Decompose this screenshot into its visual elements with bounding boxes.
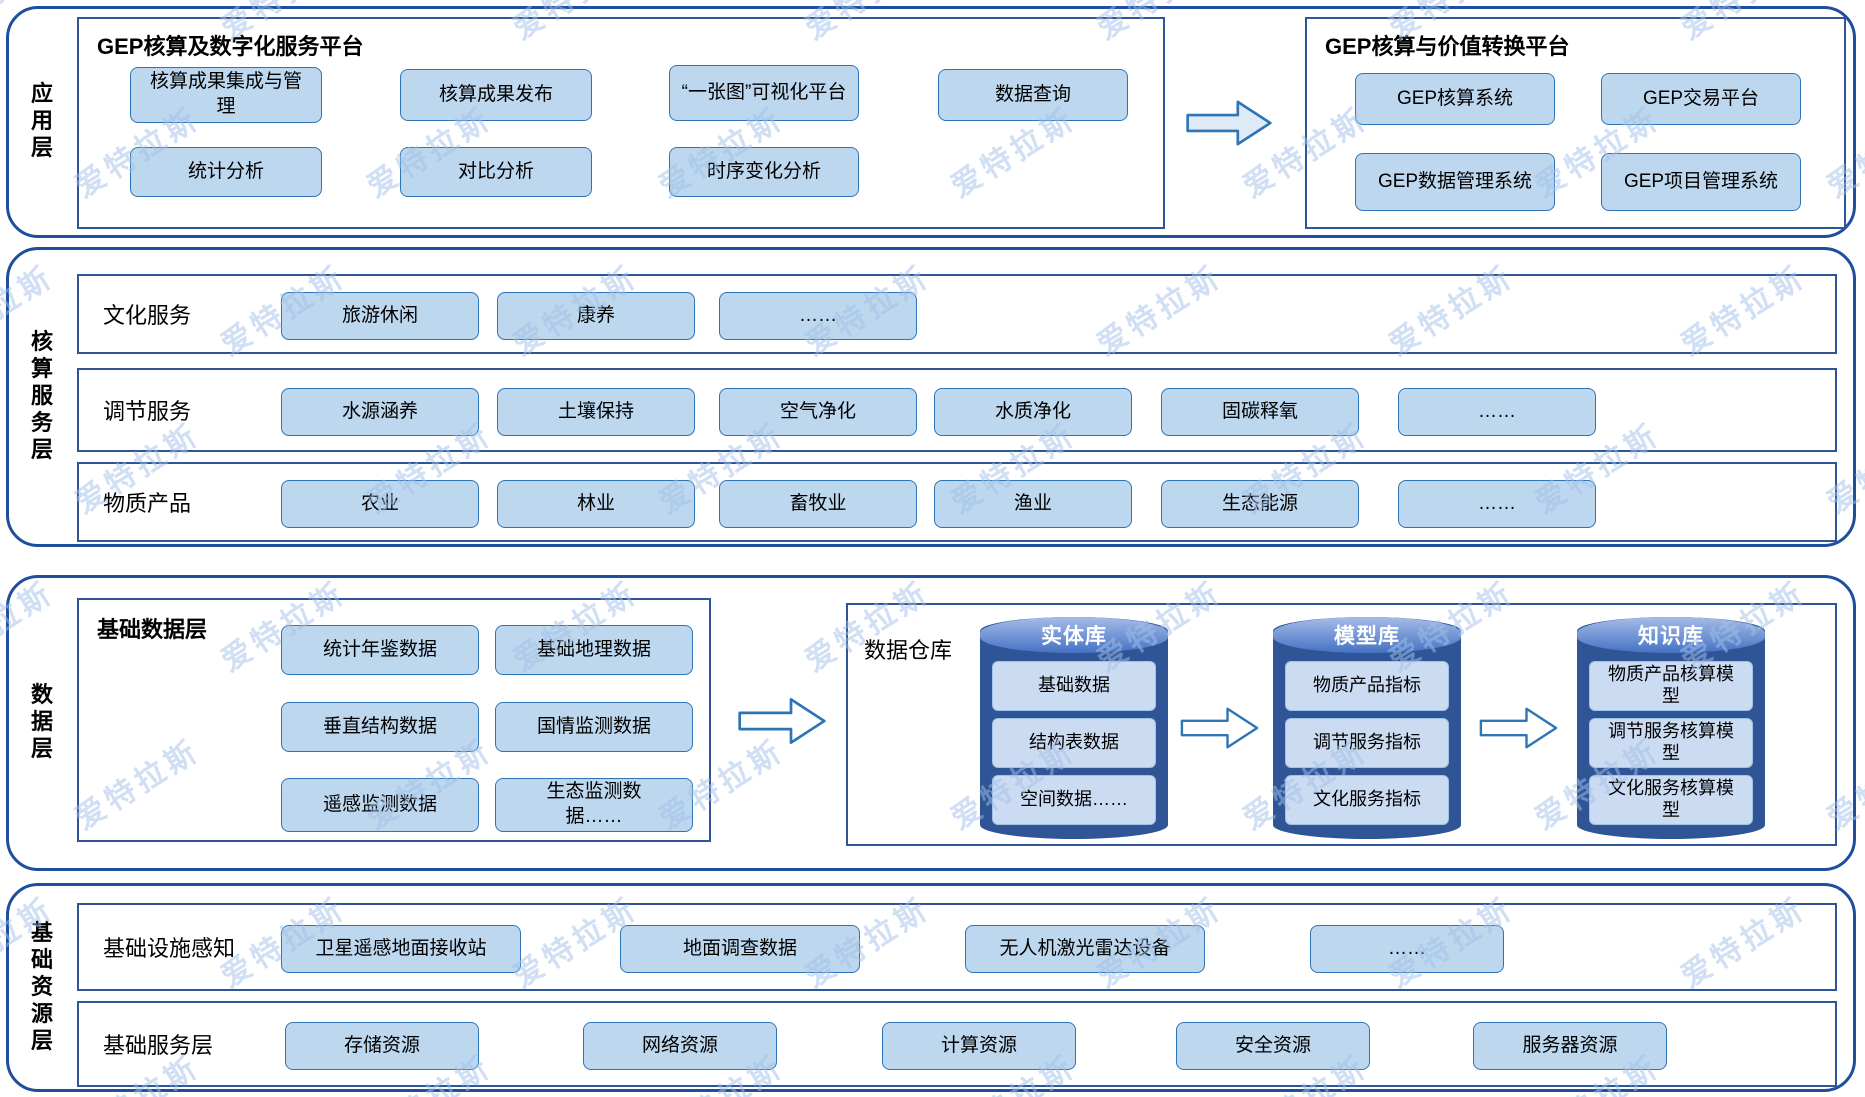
- diagram-node: 垂直结构数据: [281, 702, 479, 752]
- diagram-node: 基础地理数据: [495, 625, 693, 675]
- diagram-node: 卫星遥感地面接收站: [281, 925, 521, 973]
- database-cylinder-knowledge: 知识库 物质产品核算模型 调节服务核算模型 文化服务核算模型: [1577, 617, 1765, 839]
- diagram-node: 统计年鉴数据: [281, 625, 479, 675]
- diagram-node: 生态监测数据……: [495, 778, 693, 832]
- diagram-node: 水源涵养: [281, 388, 479, 436]
- diagram-node: 国情监测数据: [495, 702, 693, 752]
- panel-title: GEP核算及数字化服务平台: [97, 34, 364, 59]
- cylinder-item: 物质产品核算模型: [1589, 661, 1753, 711]
- diagram-node: 安全资源: [1176, 1022, 1370, 1070]
- diagram-node: GEP核算系统: [1355, 73, 1555, 125]
- cylinder-item: 空间数据……: [992, 775, 1156, 825]
- cylinder-item: 调节服务指标: [1285, 718, 1449, 768]
- diagram-node: 时序变化分析: [669, 147, 859, 197]
- diagram-node: 旅游休闲: [281, 292, 479, 340]
- cylinder-title: 模型库: [1334, 625, 1400, 648]
- diagram-node: 存储资源: [285, 1022, 479, 1070]
- cylinder-title: 知识库: [1638, 625, 1704, 648]
- panel-title: GEP核算与价值转换平台: [1325, 34, 1570, 59]
- cylinder-items: 物质产品指标 调节服务指标 文化服务指标: [1273, 653, 1461, 839]
- cylinder-item: 文化服务核算模型: [1589, 775, 1753, 825]
- diagram-node: 核算成果发布: [400, 69, 592, 121]
- diagram-node: 渔业: [934, 480, 1132, 528]
- diagram-node: 对比分析: [400, 147, 592, 197]
- layer-basic-resource: 基础资源层 基础设施感知 卫星遥感地面接收站 地面调查数据 无人机激光雷达设备 …: [6, 883, 1856, 1092]
- diagram-node: 生态能源: [1161, 480, 1359, 528]
- panel-gep-platform: GEP核算及数字化服务平台 核算成果集成与管理 核算成果发布 “一张图”可视化平…: [77, 17, 1165, 229]
- diagram-node: 核算成果集成与管理: [130, 67, 322, 123]
- panel-title: 基础数据层: [97, 617, 208, 642]
- panel-gep-conversion: GEP核算与价值转换平台 GEP核算系统 GEP交易平台 GEP数据管理系统 G…: [1305, 17, 1846, 229]
- cylinder-item: 结构表数据: [992, 718, 1156, 768]
- row-label: 物质产品: [103, 491, 192, 516]
- arrow-right-icon: [1186, 100, 1272, 146]
- panel-title: 数据仓库: [864, 638, 953, 663]
- row-label: 调节服务: [103, 399, 192, 424]
- database-cylinder-entity: 实体库 基础数据 结构表数据 空间数据……: [980, 617, 1168, 839]
- diagram-node: 数据查询: [938, 69, 1128, 121]
- diagram-node: “一张图”可视化平台: [669, 65, 859, 121]
- cylinder-cap: 模型库: [1273, 617, 1461, 653]
- diagram-node: GEP交易平台: [1601, 73, 1801, 125]
- row-label: 基础服务层: [103, 1033, 214, 1058]
- diagram-node: 计算资源: [882, 1022, 1076, 1070]
- cylinder-cap: 知识库: [1577, 617, 1765, 653]
- diagram-node: 无人机激光雷达设备: [965, 925, 1205, 973]
- layer-application: 应用层 GEP核算及数字化服务平台 核算成果集成与管理 核算成果发布 “一张图”…: [6, 6, 1856, 238]
- row-regulating-service: 调节服务 水源涵养 土壤保持 空气净化 水质净化 固碳释氧 ……: [77, 368, 1837, 452]
- layer-accounting-service: 核算服务层 文化服务 旅游休闲 康养 …… 调节服务 水源涵养 土壤保持 空气净…: [6, 247, 1856, 547]
- diagram-node: 空气净化: [719, 388, 917, 436]
- layer-data: 数据层 基础数据层 统计年鉴数据 基础地理数据 垂直结构数据 国情监测数据 遥感…: [6, 575, 1856, 871]
- database-cylinder-model: 模型库 物质产品指标 调节服务指标 文化服务指标: [1273, 617, 1461, 839]
- panel-data-warehouse: 数据仓库 实体库 基础数据 结构表数据 空间数据…… 模型库: [846, 603, 1837, 846]
- diagram-node: GEP项目管理系统: [1601, 153, 1801, 211]
- diagram-node: GEP数据管理系统: [1355, 153, 1555, 211]
- row-label: 文化服务: [103, 303, 192, 328]
- cylinder-items: 基础数据 结构表数据 空间数据……: [980, 653, 1168, 839]
- diagram-node: 康养: [497, 292, 695, 340]
- panel-basic-data: 基础数据层 统计年鉴数据 基础地理数据 垂直结构数据 国情监测数据 遥感监测数据…: [77, 598, 711, 842]
- cylinder-title: 实体库: [1041, 625, 1107, 648]
- diagram-node: ……: [1310, 925, 1504, 973]
- side-label-basic-resource: 基础资源层: [28, 920, 53, 1055]
- diagram-node: 固碳释氧: [1161, 388, 1359, 436]
- diagram-node: 地面调查数据: [620, 925, 860, 973]
- row-material-product: 物质产品 农业 林业 畜牧业 渔业 生态能源 ……: [77, 462, 1837, 542]
- arrow-right-icon: [1180, 707, 1259, 749]
- diagram-node: ……: [1398, 388, 1596, 436]
- row-infrastructure-sensing: 基础设施感知 卫星遥感地面接收站 地面调查数据 无人机激光雷达设备 ……: [77, 903, 1837, 991]
- cylinder-item: 物质产品指标: [1285, 661, 1449, 711]
- diagram-node: 土壤保持: [497, 388, 695, 436]
- diagram-node: 统计分析: [130, 147, 322, 197]
- side-label-application: 应用层: [28, 81, 53, 163]
- diagram-node: 水质净化: [934, 388, 1132, 436]
- diagram-node: 畜牧业: [719, 480, 917, 528]
- diagram-node: 网络资源: [583, 1022, 777, 1070]
- cylinder-item: 文化服务指标: [1285, 775, 1449, 825]
- cylinder-cap: 实体库: [980, 617, 1168, 653]
- arrow-right-icon: [1479, 707, 1558, 749]
- side-label-data: 数据层: [28, 682, 53, 764]
- diagram-node: 林业: [497, 480, 695, 528]
- row-label: 基础设施感知: [103, 936, 236, 961]
- diagram-node: 服务器资源: [1473, 1022, 1667, 1070]
- diagram-node: 农业: [281, 480, 479, 528]
- side-label-accounting-service: 核算服务层: [28, 329, 53, 465]
- row-basic-service: 基础服务层 存储资源 网络资源 计算资源 安全资源 服务器资源: [77, 1001, 1837, 1087]
- row-culture-service: 文化服务 旅游休闲 康养 ……: [77, 274, 1837, 354]
- diagram-node: 遥感监测数据: [281, 778, 479, 832]
- cylinder-item: 调节服务核算模型: [1589, 718, 1753, 768]
- arrow-right-icon: [738, 698, 826, 744]
- cylinder-items: 物质产品核算模型 调节服务核算模型 文化服务核算模型: [1577, 653, 1765, 839]
- diagram-node: ……: [1398, 480, 1596, 528]
- diagram-node: ……: [719, 292, 917, 340]
- cylinder-item: 基础数据: [992, 661, 1156, 711]
